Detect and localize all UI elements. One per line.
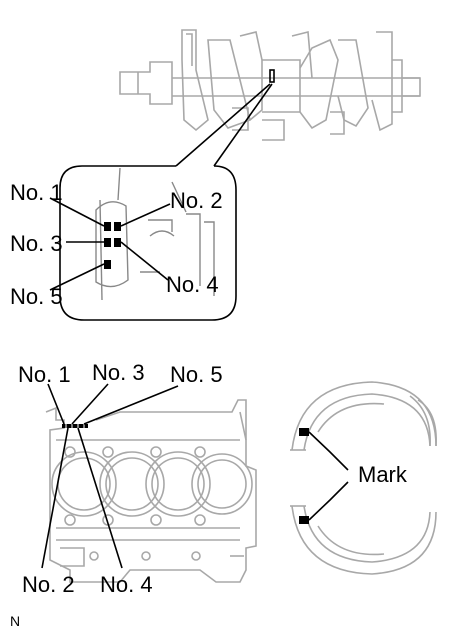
crankshaft-illustration: [119, 29, 421, 141]
block-label-no5: No. 5: [170, 362, 223, 387]
detail-label-no1: No. 1: [10, 180, 63, 205]
cylinder-block-illustration: [41, 383, 257, 583]
bearing-halves-illustration: [290, 381, 437, 575]
detail-label-no4: No. 4: [166, 272, 219, 297]
detail-label-no3: No. 3: [10, 231, 63, 256]
block-label-no4: No. 4: [100, 572, 153, 597]
callout-detail: [49, 165, 237, 321]
bearing-mark-label: Mark: [358, 462, 408, 487]
callout-leader: [175, 83, 273, 167]
figure-code: N: [10, 613, 20, 629]
block-label-no1: No. 1: [18, 362, 71, 387]
detail-label-no2: No. 2: [170, 188, 223, 213]
detail-label-no5: No. 5: [10, 284, 63, 309]
block-label-no3: No. 3: [92, 360, 145, 385]
block-label-no2: No. 2: [22, 572, 75, 597]
